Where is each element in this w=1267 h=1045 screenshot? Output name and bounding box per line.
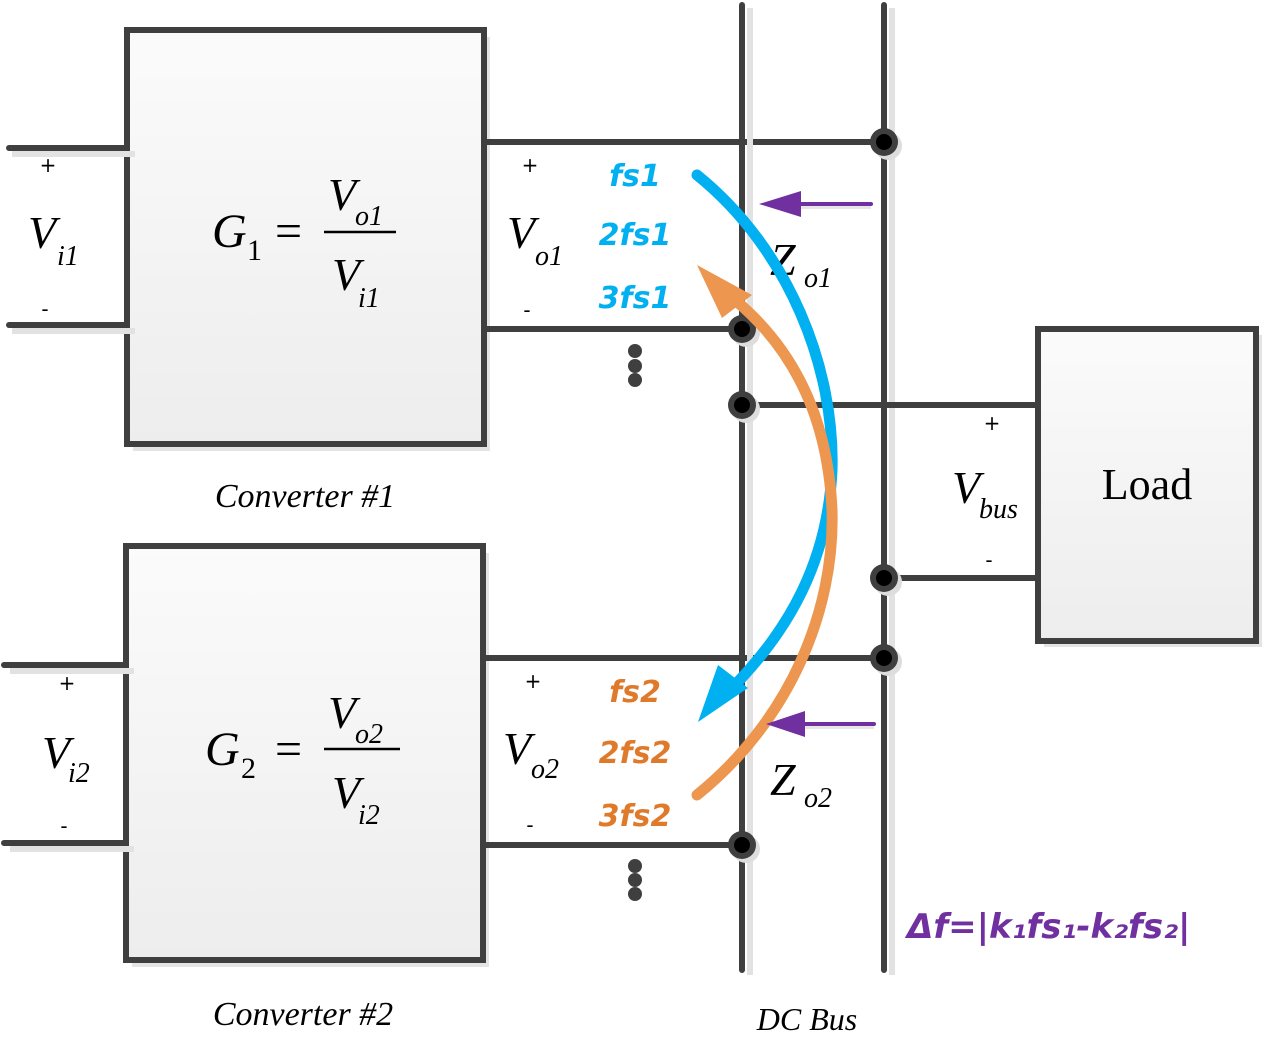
converter-1-input-voltage-label: V i1	[28, 207, 79, 272]
svg-text:V: V	[507, 207, 540, 258]
svg-text:V: V	[503, 723, 536, 774]
svg-text:V: V	[952, 462, 985, 513]
converter-1-gain-equation: G 1 = V o1 V i1	[212, 169, 396, 314]
svg-text:2: 2	[241, 752, 256, 785]
harmonic-label: 3fs1	[599, 281, 672, 316]
load-label: Load	[1102, 460, 1192, 509]
harmonic-label: fs1	[609, 159, 661, 194]
svg-text:bus: bus	[979, 494, 1018, 525]
svg-text:V: V	[328, 687, 361, 738]
converter-2-impedance-label: Z o2	[770, 754, 832, 814]
dc-bus-label: DC Bus	[756, 1001, 857, 1037]
converter-2-input-plus: +	[59, 671, 76, 695]
junction-node	[728, 315, 760, 347]
svg-text:=: =	[275, 723, 302, 776]
load-plus: +	[984, 411, 1001, 435]
junction-node	[870, 564, 902, 596]
svg-text:V: V	[332, 249, 365, 300]
svg-text:i2: i2	[68, 758, 90, 789]
svg-text:V: V	[28, 207, 61, 258]
zo1-arrowhead-icon	[759, 191, 801, 217]
svg-text:V: V	[42, 727, 75, 778]
converter-2-block[interactable]	[123, 543, 486, 963]
converter-1-ellipsis-icon	[628, 344, 642, 387]
junction-node	[728, 831, 760, 863]
junction-node	[728, 391, 760, 423]
converter-1-input-minus: -	[41, 297, 48, 321]
converter-1-output-voltage-label: V o1	[507, 207, 563, 272]
svg-text:o2: o2	[804, 783, 832, 814]
svg-text:o1: o1	[804, 263, 832, 294]
junction-nodes	[728, 128, 902, 863]
svg-text:i1: i1	[57, 241, 79, 272]
converter-1-output-plus: +	[522, 153, 539, 177]
svg-text:V: V	[328, 169, 361, 220]
converter-1-harmonics: fs1 2fs1 3fs1	[599, 159, 672, 316]
svg-text:G: G	[205, 723, 240, 776]
converter-2-input-minus: -	[60, 814, 67, 838]
converter-1: + - V i1 G 1 = V o1 V i1 Converter #1 + …	[6, 27, 887, 515]
zo2-arrowhead-icon	[766, 711, 805, 737]
bus-voltage-label: V bus	[952, 462, 1018, 525]
junction-node	[870, 128, 902, 160]
harmonic-label: 2fs2	[599, 736, 672, 771]
converter-1-block[interactable]	[124, 27, 487, 447]
svg-text:o1: o1	[355, 201, 383, 232]
converter-2-output-plus: +	[525, 669, 542, 693]
dc-bus: DC Bus	[739, 2, 895, 1037]
impedance-arrows	[759, 191, 876, 737]
load: Load + - V bus	[739, 326, 1262, 647]
converter-2-ellipsis-icon	[628, 859, 642, 901]
svg-text:=: =	[275, 205, 302, 258]
conv1-arrowhead-icon	[698, 665, 748, 722]
svg-text:V: V	[332, 767, 365, 818]
converter-2-output-minus: -	[526, 813, 533, 837]
svg-text:1: 1	[247, 234, 262, 267]
converter-1-caption: Converter #1	[215, 478, 395, 515]
svg-text:o1: o1	[535, 241, 563, 272]
converter-2-harmonics: fs2 2fs2 3fs2	[599, 675, 672, 834]
load-minus: -	[985, 548, 992, 572]
converter-2-output-voltage-label: V o2	[503, 723, 559, 785]
converter-2-gain-equation: G 2 = V o2 V i2	[205, 687, 400, 831]
harmonic-label: 3fs2	[599, 799, 672, 834]
conv2-to-conv1-arrow	[691, 294, 838, 801]
converter-2-input-voltage-label: V i2	[42, 727, 90, 789]
svg-text:i1: i1	[358, 283, 380, 314]
converter-2-caption: Converter #2	[213, 996, 393, 1033]
harmonic-label: fs2	[609, 675, 661, 710]
svg-text:o2: o2	[355, 719, 383, 750]
svg-text:i2: i2	[358, 800, 380, 831]
converter-2: + - V i2 G 2 = V o2 V i2 Converter #2 + …	[1, 543, 887, 1033]
converter-1-output-minus: -	[523, 298, 530, 322]
conv2-arrowhead-icon	[697, 265, 752, 318]
svg-text:G: G	[212, 205, 247, 258]
svg-text:Z: Z	[770, 754, 796, 805]
load-block[interactable]	[1035, 326, 1259, 644]
harmonic-label: 2fs1	[599, 218, 672, 253]
converter-1-input-plus: +	[40, 153, 57, 177]
harmonic-arrows	[691, 169, 838, 801]
conv1-to-conv2-arrow	[691, 169, 838, 696]
junction-node	[870, 644, 902, 676]
beat-frequency-formula: Δf=|k₁fs₁-k₂fs₂|	[904, 907, 1190, 947]
svg-text:o2: o2	[531, 754, 559, 785]
